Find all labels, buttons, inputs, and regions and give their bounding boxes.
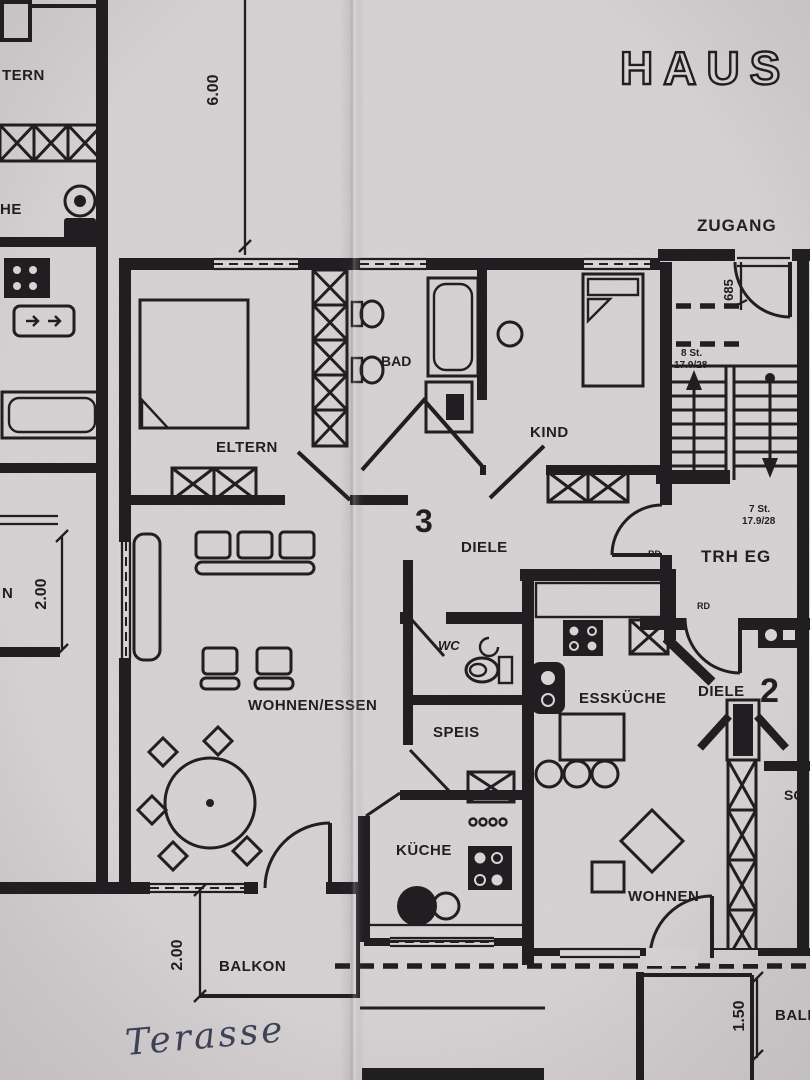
photo-vignette	[0, 0, 810, 1080]
floor-plan-drawing: HAUS 1 ZUGANG 685 8 St. 17.9/28 7 St. 17…	[0, 0, 810, 1080]
floor-plan-photo: HAUS 1 ZUGANG 685 8 St. 17.9/28 7 St. 17…	[0, 0, 810, 1080]
